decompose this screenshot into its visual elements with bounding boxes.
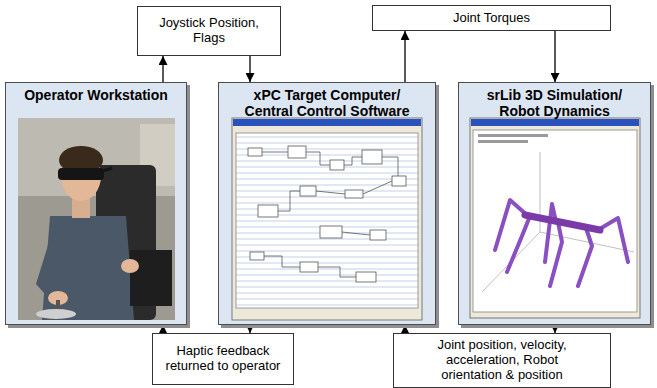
simulation-screenshot-part [478, 140, 528, 143]
control-software-screenshot-part-part [370, 230, 386, 240]
simulation-screenshot-part-part [578, 228, 592, 286]
control-software-screenshot-part-part [363, 181, 392, 194]
simulation-screenshot-part [470, 118, 640, 318]
control-software-screenshot-part-part [345, 190, 363, 198]
control-software-screenshot-part-part [258, 205, 278, 217]
operator-photo [18, 118, 175, 320]
control-software-screenshot-part [236, 133, 418, 308]
panel-fills-part [458, 82, 651, 325]
signal-arrow [404, 31, 405, 82]
control-software-screenshot-part-part [250, 252, 264, 260]
control-software-screenshot-part [232, 118, 422, 320]
signal-arrow [554, 31, 555, 82]
simulation-screenshot-part [471, 119, 639, 126]
operator-photo-part [100, 168, 112, 172]
operator-photo-part [58, 168, 104, 180]
simulation-screenshot-part-part [598, 218, 628, 262]
control-software-screenshot-part-part [330, 160, 344, 170]
signal-arrow [249, 56, 250, 82]
signal-box: Joystick Position, Flags [137, 6, 281, 56]
signal-arrow [162, 56, 163, 82]
simulation-screenshot-part [495, 200, 628, 286]
panel-heading: xPC Target Computer/ Central Control Sof… [235, 87, 420, 119]
control-software-screenshot-part-part [342, 232, 370, 235]
control-software-screenshot-part-part [306, 152, 330, 165]
control-software-screenshot-part-part [248, 148, 262, 156]
panel-fills [5, 82, 651, 325]
operator-photo-part [18, 118, 175, 320]
simulation-screenshot-part-part [550, 222, 562, 286]
simulation-screenshot-part [473, 130, 637, 312]
box-label: Joint Torques [453, 11, 530, 26]
signal-arrow [249, 325, 250, 333]
panel-fills-part [218, 82, 436, 325]
control-software-screenshot-part-part [288, 146, 306, 158]
simulation-screenshot-part [482, 152, 634, 292]
control-software-screenshot-part [233, 311, 421, 319]
operator-photo-part [36, 226, 68, 302]
control-software-screenshot-part-part [300, 186, 316, 196]
signal-arrow [162, 325, 163, 333]
box-label: Joystick Position, Flags [143, 16, 275, 46]
system-panel: srLib 3D Simulation/ Robot Dynamics [458, 82, 651, 325]
simulation-screenshot-part [478, 134, 548, 137]
control-software-screenshot-part-part [382, 157, 398, 176]
control-software-screenshot-part [233, 119, 421, 126]
box-label: Joint position, velocity, acceleration, … [427, 338, 577, 383]
simulation-screenshot-part [525, 215, 600, 230]
control-software-screenshot-part-part [300, 262, 318, 272]
system-panel: xPC Target Computer/ Central Control Sof… [218, 82, 436, 325]
signal-box: Joint Torques [372, 5, 611, 31]
simulation-screenshot-part-part [545, 204, 556, 262]
control-software-screenshot-part-part [344, 157, 362, 165]
control-software-screenshot-part-part [264, 256, 300, 267]
control-software-screenshot-part-part [278, 191, 300, 211]
signal-arrow [554, 325, 555, 333]
control-software-screenshot-part-part [316, 191, 345, 194]
control-software-screenshot-part-part [356, 272, 376, 282]
control-software-screenshot-part [262, 152, 398, 277]
simulation-screenshot [470, 118, 640, 318]
signal-box: Haptic feedback returned to operator [152, 333, 294, 385]
control-software-screenshot-part-part [392, 176, 406, 186]
control-software-screenshot [232, 118, 422, 320]
panel-heading: srLib 3D Simulation/ Robot Dynamics [470, 87, 640, 119]
panel-heading: Operator Workstation [24, 87, 168, 103]
control-software-screenshot-part-part [318, 267, 356, 277]
control-software-screenshot-part [248, 146, 406, 282]
operator-photo-part [121, 259, 139, 273]
panel-fills-part [5, 82, 187, 325]
simulation-screenshot-part-part [495, 200, 528, 250]
simulation-screenshot-part-part [507, 216, 530, 272]
system-panel: Operator Workstation [5, 82, 187, 325]
operator-photo-part [36, 309, 76, 319]
box-label: Haptic feedback returned to operator [158, 344, 288, 374]
signal-arrow [404, 325, 405, 333]
operator-photo-part [130, 250, 172, 306]
control-software-screenshot-part-part [362, 150, 382, 164]
signal-box: Joint position, velocity, acceleration, … [393, 333, 611, 388]
control-software-screenshot-part-part [262, 152, 288, 153]
control-software-screenshot-part-part [320, 226, 342, 238]
